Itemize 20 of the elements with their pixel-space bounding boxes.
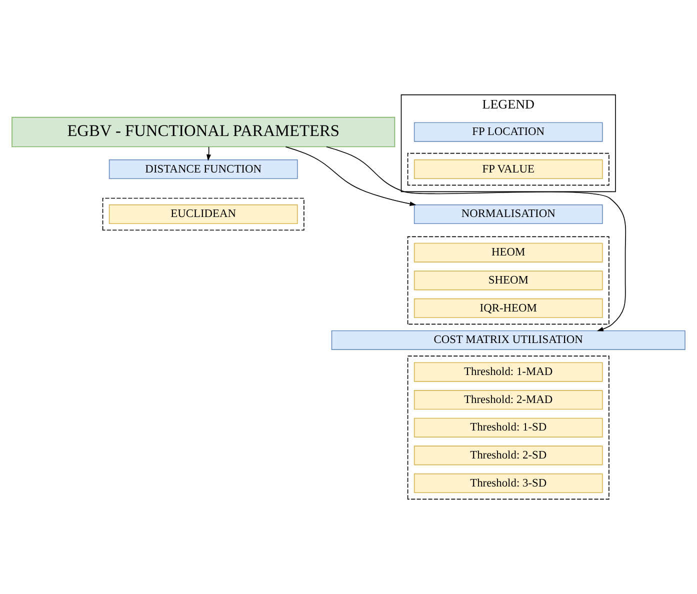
node-box: DISTANCE FUNCTION bbox=[108, 159, 298, 180]
node-box: EUCLIDEAN bbox=[108, 204, 298, 224]
node-box: NORMALISATION bbox=[414, 204, 603, 224]
cluster bbox=[407, 152, 610, 186]
node-box: EGBV - FUNCTIONAL PARAMETERS bbox=[12, 116, 396, 148]
node-box: Threshold: 1-MAD bbox=[414, 362, 603, 382]
node-box: Threshold: 1-SD bbox=[414, 418, 603, 438]
node-box: Threshold: 2-SD bbox=[414, 446, 603, 466]
node-box: IQR-HEOM bbox=[414, 298, 603, 318]
cluster bbox=[407, 356, 610, 500]
cluster bbox=[102, 198, 304, 231]
cluster bbox=[407, 236, 610, 325]
node-box: FP VALUE bbox=[414, 159, 603, 180]
node-box: Threshold: 2-MAD bbox=[414, 390, 603, 410]
arrow bbox=[326, 146, 626, 332]
node-box: SHEOM bbox=[414, 270, 603, 290]
node-box: HEOM bbox=[414, 242, 603, 262]
node-box: Threshold: 3-SD bbox=[414, 473, 603, 494]
node-box: COST MATRIX UTILISATION bbox=[331, 330, 686, 350]
node-box: FP LOCATION bbox=[414, 122, 603, 142]
